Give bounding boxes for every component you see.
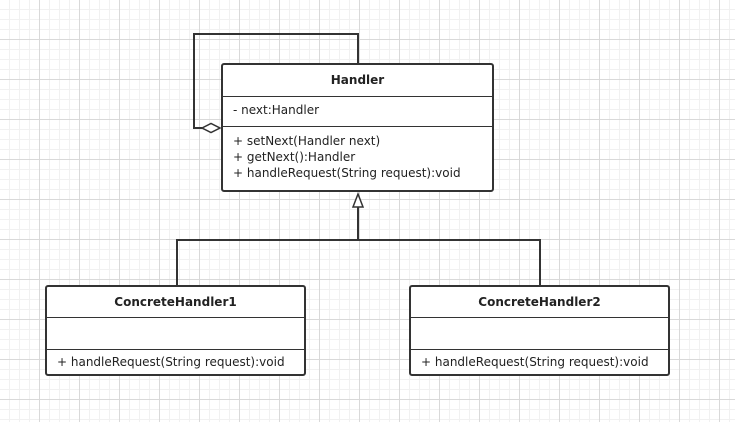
class-name: ConcreteHandler1: [47, 287, 304, 318]
aggregation-diamond-icon: [200, 122, 222, 134]
attribute-next: - next:Handler: [233, 103, 320, 117]
operation-handle-request: + handleRequest(String request):void: [57, 355, 285, 369]
attributes-section: [411, 318, 668, 349]
self-aggregation-line: [193, 33, 359, 129]
attributes-section: [47, 318, 304, 349]
inheritance-arrowhead-icon: [351, 191, 365, 208]
operations-section: + setNext(Handler next) + getNext():Hand…: [223, 126, 492, 190]
operations-section: + handleRequest(String request):void: [411, 349, 668, 374]
operation-handle-request: + handleRequest(String request):void: [233, 166, 461, 180]
operation-get-next: + getNext():Handler: [233, 150, 356, 164]
concrete-handler1-class[interactable]: ConcreteHandler1 + handleRequest(String …: [45, 285, 306, 376]
class-name: ConcreteHandler2: [411, 287, 668, 318]
operation-handle-request: + handleRequest(String request):void: [421, 355, 649, 369]
handler-class[interactable]: Handler - next:Handler + setNext(Handler…: [221, 63, 494, 192]
attributes-section: - next:Handler: [223, 97, 492, 126]
operation-set-next: + setNext(Handler next): [233, 134, 381, 148]
class-name: Handler: [223, 65, 492, 97]
generalization-branch-line: [176, 239, 541, 286]
operations-section: + handleRequest(String request):void: [47, 349, 304, 374]
concrete-handler2-class[interactable]: ConcreteHandler2 + handleRequest(String …: [409, 285, 670, 376]
